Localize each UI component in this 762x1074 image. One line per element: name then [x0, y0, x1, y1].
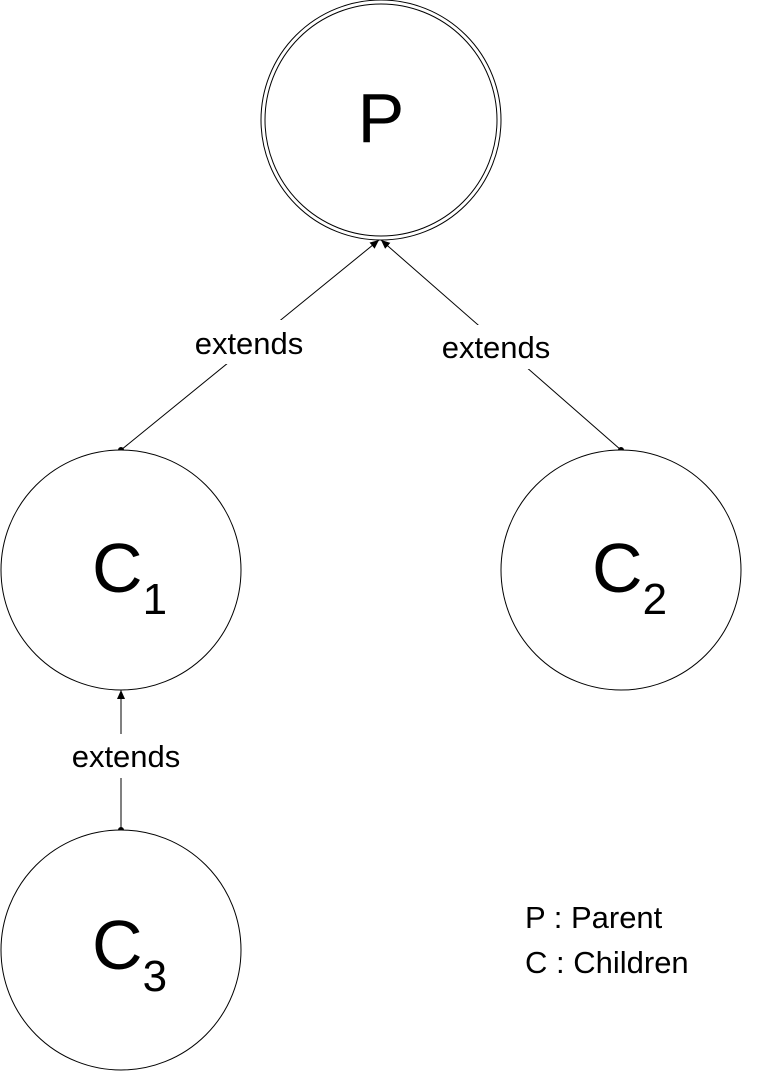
node-parent-label: P: [358, 79, 405, 157]
edge-label-child1: extends: [195, 326, 304, 361]
node-parent: P: [260, 0, 502, 241]
edge-label-child2: extends: [442, 330, 551, 365]
legend-item-parent: P : Parent: [525, 900, 663, 935]
node-child1-label: C1: [92, 529, 167, 624]
node-child3: C3: [0, 829, 242, 1071]
legend: P : Parent C : Children: [525, 895, 689, 985]
node-child3-label: C3: [92, 906, 167, 1001]
node-child2-label: C2: [592, 529, 667, 624]
edge-child1-to-parent: extends: [118, 239, 380, 453]
edge-child3-to-child1: extends: [58, 690, 194, 833]
edge-label-child3: extends: [72, 739, 181, 774]
node-child2: C2: [500, 449, 742, 691]
node-child1: C1: [0, 449, 242, 691]
edge-child2-to-parent: extends: [380, 239, 624, 453]
legend-item-children: C : Children: [525, 945, 689, 980]
